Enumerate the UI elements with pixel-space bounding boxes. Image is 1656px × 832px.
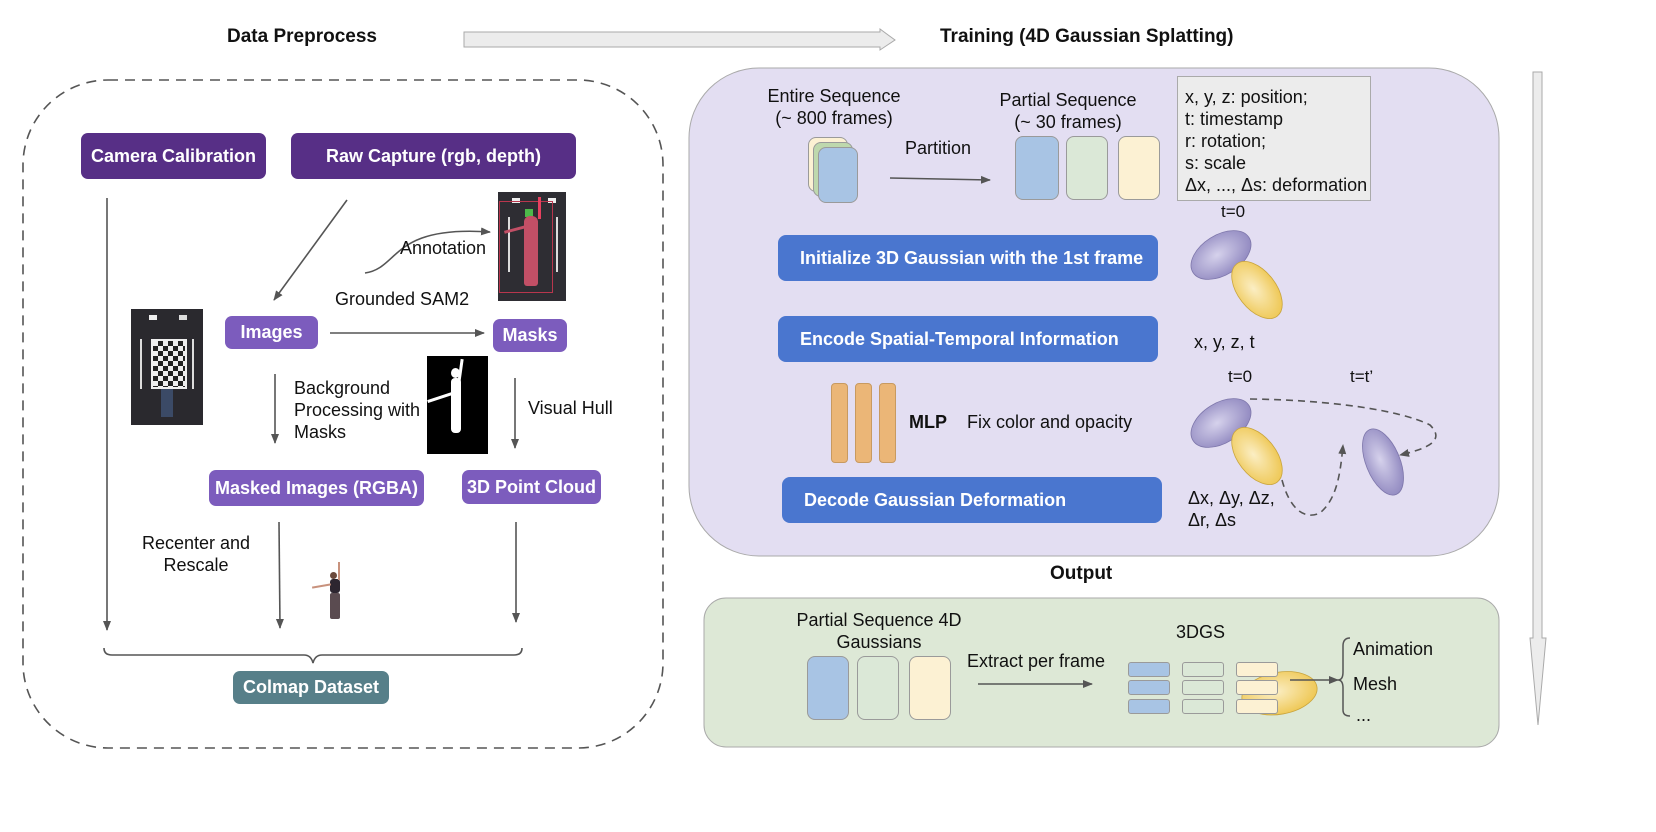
encode-step: Encode Spatial-Temporal Information bbox=[778, 316, 1158, 362]
masked-dancer-photo bbox=[312, 562, 352, 624]
masked-images-node: Masked Images (RGBA) bbox=[209, 470, 424, 506]
bg-line-2: Processing with bbox=[294, 400, 421, 420]
results-brace bbox=[1337, 637, 1351, 717]
output-gaussian-yellow bbox=[909, 656, 951, 720]
legend-deformation: Δx, ..., Δs: deformation bbox=[1185, 175, 1368, 195]
entire-seq-line-2: (~ 800 frames) bbox=[775, 108, 893, 128]
big-arrow-right bbox=[463, 28, 896, 51]
visual-hull-label: Visual Hull bbox=[528, 398, 613, 418]
bg-line-3: Masks bbox=[294, 422, 347, 442]
gaussian-purple-tprime bbox=[1362, 428, 1404, 496]
arrow-partition bbox=[889, 175, 991, 184]
calibration-board-photo bbox=[131, 309, 203, 425]
preprocess-container bbox=[22, 79, 664, 749]
gaussian-yellow-init bbox=[1231, 261, 1283, 319]
silhouette-mask bbox=[427, 356, 488, 454]
output-container bbox=[703, 597, 1500, 748]
result-more: ... bbox=[1356, 705, 1372, 725]
mlp-label: MLP bbox=[909, 412, 947, 432]
xyzt-label: x, y, z, t bbox=[1194, 332, 1255, 352]
output-gaussian-blue bbox=[807, 656, 849, 720]
3dgs-green-2 bbox=[1182, 680, 1224, 695]
raw-capture-node: Raw Capture (rgb, depth) bbox=[291, 133, 576, 179]
gaussian-yellow-t0 bbox=[1231, 427, 1283, 485]
partition-label: Partition bbox=[905, 138, 972, 158]
entire-seq-line-1: Entire Sequence bbox=[767, 86, 901, 106]
partial-seq-line-2: (~ 30 frames) bbox=[1014, 112, 1122, 132]
parameter-legend: x, y, z: position; t: timestamp r: rotat… bbox=[1177, 76, 1371, 201]
annotated-dancer-photo bbox=[498, 192, 566, 301]
partial-frame-yellow bbox=[1118, 136, 1160, 200]
t0-label: t=0 bbox=[1228, 367, 1253, 386]
recenter-line-2: Rescale bbox=[163, 555, 229, 575]
3dgs-label: 3DGS bbox=[1176, 622, 1226, 642]
checkerboard bbox=[151, 339, 187, 389]
deform-arrow-top bbox=[1249, 398, 1437, 457]
grounded-sam2-label: Grounded SAM2 bbox=[335, 289, 470, 309]
partial-seq-line-1: Partial Sequence bbox=[999, 90, 1137, 110]
deltas-line-1: Δx, Δy, Δz, bbox=[1188, 488, 1275, 508]
curly-brace bbox=[103, 647, 523, 664]
training-title: Training (4D Gaussian Splatting) bbox=[940, 26, 1234, 47]
data-preprocess-title: Data Preprocess bbox=[227, 26, 377, 47]
legend-rotation: r: rotation; bbox=[1185, 131, 1267, 151]
3dgs-green-1 bbox=[1182, 662, 1224, 677]
legend-position: x, y, z: position; bbox=[1185, 87, 1308, 107]
arrow-annotation-curve bbox=[364, 227, 491, 274]
result-mesh: Mesh bbox=[1353, 674, 1398, 694]
3dgs-blue-3 bbox=[1128, 699, 1170, 714]
initialize-step: Initialize 3D Gaussian with the 1st fram… bbox=[778, 235, 1158, 281]
partial-frame-green bbox=[1066, 136, 1108, 200]
result-animation: Animation bbox=[1353, 639, 1434, 659]
3dgs-blue-2 bbox=[1128, 680, 1170, 695]
output-title: Output bbox=[1050, 563, 1113, 584]
frame-stack-front bbox=[818, 147, 858, 203]
entire-sequence-label: Entire Sequence (~ 800 frames) bbox=[767, 85, 901, 129]
bbox bbox=[499, 201, 553, 293]
fix-color-label: Fix color and opacity bbox=[967, 412, 1133, 432]
3dgs-green-3 bbox=[1182, 699, 1224, 714]
partial-frame-blue bbox=[1015, 136, 1059, 200]
background-processing-label: Background Processing with Masks bbox=[294, 377, 420, 443]
legend-scale: s: scale bbox=[1185, 153, 1247, 173]
mlp-layer-1 bbox=[831, 383, 848, 463]
output-gaussian-green bbox=[857, 656, 899, 720]
t0-label-init: t=0 bbox=[1221, 202, 1246, 221]
images-node: Images bbox=[225, 316, 318, 349]
mlp-layer-3 bbox=[879, 383, 896, 463]
3dgs-yellow-1 bbox=[1236, 662, 1278, 677]
mlp-layer-2 bbox=[855, 383, 872, 463]
partial-4d-line-1: Partial Sequence 4D bbox=[796, 610, 962, 630]
big-arrow-down bbox=[1529, 71, 1547, 726]
extract-label: Extract per frame bbox=[967, 651, 1106, 671]
bg-line-1: Background bbox=[294, 378, 391, 398]
masks-node: Masks bbox=[493, 319, 567, 352]
deltas-label: Δx, Δy, Δz, Δr, Δs bbox=[1188, 487, 1275, 531]
tprime-label: t=t’ bbox=[1350, 367, 1374, 386]
3dgs-blue-1 bbox=[1128, 662, 1170, 677]
annotation-label: Annotation bbox=[400, 238, 487, 258]
legend-timestamp: t: timestamp bbox=[1185, 109, 1284, 129]
partial-4d-line-2: Gaussians bbox=[836, 632, 922, 652]
recenter-line-1: Recenter and bbox=[141, 533, 251, 553]
arrow-masked-down bbox=[275, 521, 284, 629]
3dgs-yellow-3 bbox=[1236, 699, 1278, 714]
deltas-line-2: Δr, Δs bbox=[1188, 510, 1237, 530]
camera-calibration-node: Camera Calibration bbox=[81, 133, 266, 179]
arrow-raw-to-images bbox=[273, 199, 348, 301]
partial-sequence-label: Partial Sequence (~ 30 frames) bbox=[998, 89, 1138, 133]
point-cloud-node: 3D Point Cloud bbox=[462, 470, 601, 504]
3dgs-yellow-2 bbox=[1236, 680, 1278, 695]
recenter-label: Recenter and Rescale bbox=[138, 532, 254, 576]
partial-4d-label: Partial Sequence 4D Gaussians bbox=[795, 609, 963, 653]
decode-step: Decode Gaussian Deformation bbox=[782, 477, 1162, 523]
colmap-dataset-node: Colmap Dataset bbox=[233, 671, 389, 704]
